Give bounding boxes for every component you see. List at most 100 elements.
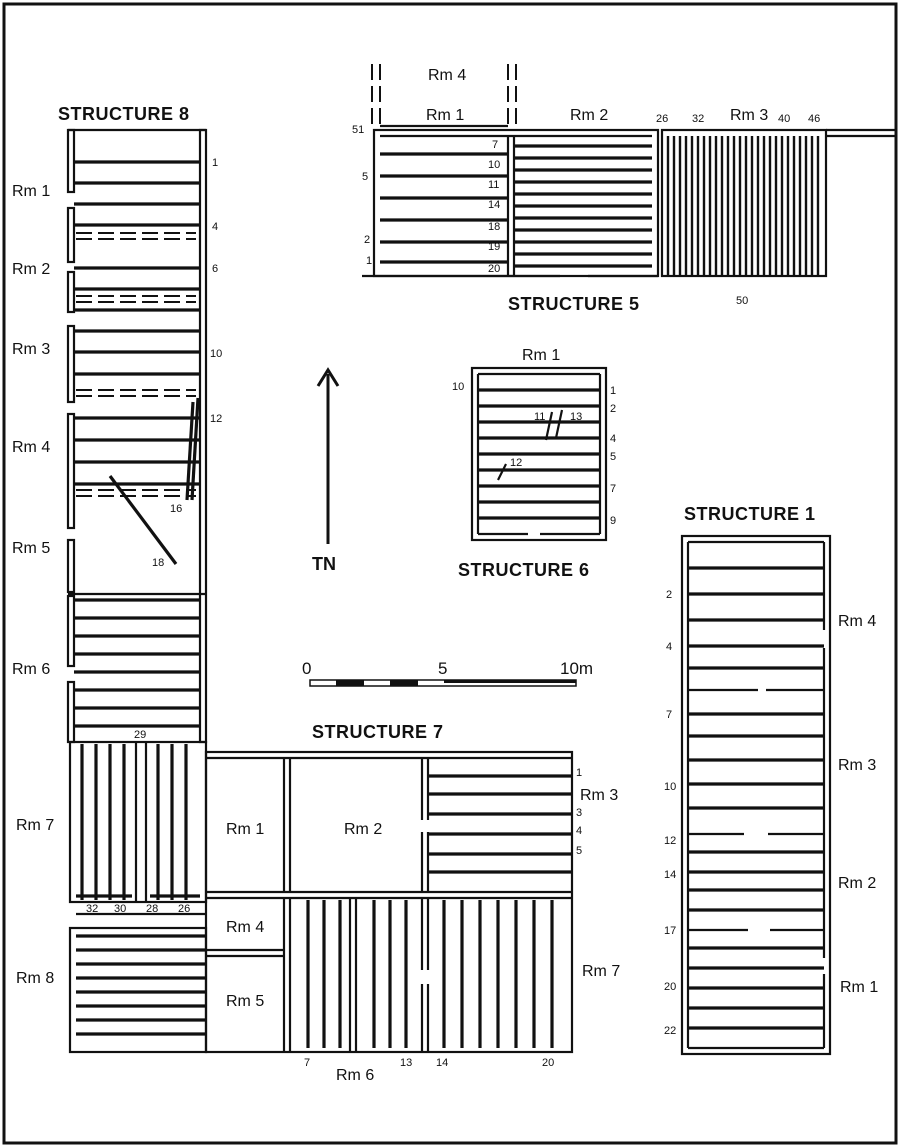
structure-6: STRUCTURE 6 Rm 1 10 1 2 11 13 4 5 12 <box>452 347 616 580</box>
s7-room-label: Rm 1 <box>226 821 264 838</box>
s7-room-label: Rm 7 <box>582 963 620 980</box>
s8-beam-number: 32 <box>86 903 98 915</box>
s8-beam-number: 1 <box>212 157 218 169</box>
s8-beam-number: 28 <box>146 903 158 915</box>
s7-room-label: Rm 3 <box>580 787 618 804</box>
structure-8-room-8-beams <box>76 934 206 1036</box>
s1-beam-number: 10 <box>664 781 676 793</box>
s7-beam-number: 4 <box>576 825 582 837</box>
s6-beam-number: 1 <box>610 385 616 397</box>
s7-room-label: Rm 4 <box>226 919 264 936</box>
structure-6-beams <box>478 388 600 520</box>
s6-room-label: Rm 1 <box>522 347 560 364</box>
s8-room-label: Rm 1 <box>12 183 50 200</box>
s8-room-label: Rm 5 <box>12 540 50 557</box>
s1-beam-number: 20 <box>664 981 676 993</box>
s8-beam-number: 12 <box>210 413 222 425</box>
structure-8-label: STRUCTURE 8 <box>58 104 190 124</box>
s1-beam-number: 22 <box>664 1025 676 1037</box>
s5-beam-number: 10 <box>488 159 500 171</box>
s8-beam-number: 16 <box>170 503 182 515</box>
s6-beam-number: 10 <box>452 381 464 393</box>
s5-beam-number: 1 <box>366 255 372 267</box>
s8-beam-number: 18 <box>152 557 164 569</box>
structure-7: STRUCTURE 7 <box>204 722 620 1084</box>
s7-beam-number: 3 <box>576 807 582 819</box>
structure-5-label: STRUCTURE 5 <box>508 294 640 314</box>
s5-room-label: Rm 2 <box>570 107 608 124</box>
s8-room-label: Rm 6 <box>12 661 50 678</box>
s6-beam-number: 9 <box>610 515 616 527</box>
s5-beam-number: 40 <box>778 113 790 125</box>
s5-room-label: Rm 1 <box>426 107 464 124</box>
structure-6-label: STRUCTURE 6 <box>458 560 590 580</box>
s7-beam-number: 14 <box>436 1057 448 1069</box>
structure-1: STRUCTURE 1 <box>664 504 878 1056</box>
s5-beam-number: 11 <box>488 179 499 191</box>
s5-beam-number: 2 <box>364 234 370 246</box>
s5-beam-number: 26 <box>656 113 668 125</box>
s5-beam-number: 14 <box>488 199 500 211</box>
structure-1-beams <box>688 566 824 1030</box>
s5-beam-number: 46 <box>808 113 820 125</box>
s5-beam-number: 18 <box>488 221 500 233</box>
s8-beam-number: 10 <box>210 348 222 360</box>
s6-beam-number: 7 <box>610 483 616 495</box>
structure-8-east-wall <box>198 128 208 744</box>
s1-room-label: Rm 3 <box>838 757 876 774</box>
s7-room-label: Rm 2 <box>344 821 382 838</box>
s5-beam-number: 51 <box>352 124 364 136</box>
s5-room-label: Rm 4 <box>428 67 466 84</box>
s8-beam-number: 6 <box>212 263 218 275</box>
structure-1-label: STRUCTURE 1 <box>684 504 816 524</box>
s6-beam-number: 13 <box>570 411 582 423</box>
s7-beam-number: 13 <box>400 1057 412 1069</box>
s8-beam-number: 4 <box>212 221 218 233</box>
structure-7-label: STRUCTURE 7 <box>312 722 444 742</box>
scale-label-10: 10m <box>560 659 593 678</box>
s1-beam-number: 12 <box>664 835 676 847</box>
s8-room-label: Rm 4 <box>12 439 50 456</box>
s1-beam-number: 14 <box>664 869 676 881</box>
structure-5-beams <box>380 144 652 268</box>
s6-beam-number: 2 <box>610 403 616 415</box>
s7-beam-number: 7 <box>304 1057 310 1069</box>
s8-room-label: Rm 2 <box>12 261 50 278</box>
s5-beam-number: 20 <box>488 263 500 275</box>
s8-beam-number: 26 <box>178 903 190 915</box>
s6-beam-number: 4 <box>610 433 616 445</box>
s1-beam-number: 7 <box>666 709 672 721</box>
scale-label-5: 5 <box>438 659 447 678</box>
north-label: TN <box>312 554 336 574</box>
s1-beam-number: 17 <box>664 925 676 937</box>
s7-room-label: Rm 5 <box>226 993 264 1010</box>
structure-8-beams <box>74 160 200 728</box>
s7-beam-number: 1 <box>576 767 582 779</box>
s5-room-label: Rm 3 <box>730 107 768 124</box>
scale-label-0: 0 <box>302 659 311 678</box>
s8-room-label: Rm 3 <box>12 341 50 358</box>
s7-room-label: Rm 6 <box>336 1067 374 1084</box>
scale-bar: 0 5 10m <box>302 659 593 687</box>
s5-beam-number: 19 <box>488 241 500 253</box>
s1-beam-number: 2 <box>666 589 672 601</box>
s5-beam-number: 7 <box>492 139 498 151</box>
s1-room-label: Rm 4 <box>838 613 876 630</box>
structure-8-room-7-beams <box>76 744 200 900</box>
s1-beam-number: 4 <box>666 641 672 653</box>
s5-beam-number: 32 <box>692 113 704 125</box>
s8-room-label: Rm 8 <box>16 970 54 987</box>
s1-room-label: Rm 2 <box>838 875 876 892</box>
s8-room-label: Rm 7 <box>16 817 54 834</box>
s8-beam-number: 29 <box>134 729 146 741</box>
s5-beam-number: 50 <box>736 295 748 307</box>
structure-8: STRUCTURE 8 <box>12 104 222 1054</box>
s6-beam-number: 5 <box>610 451 616 463</box>
s6-beam-number: 11 <box>534 411 545 423</box>
s7-beam-number: 20 <box>542 1057 554 1069</box>
north-arrow: TN <box>312 367 340 574</box>
s1-room-label: Rm 1 <box>840 979 878 996</box>
s7-beam-number: 5 <box>576 845 582 857</box>
